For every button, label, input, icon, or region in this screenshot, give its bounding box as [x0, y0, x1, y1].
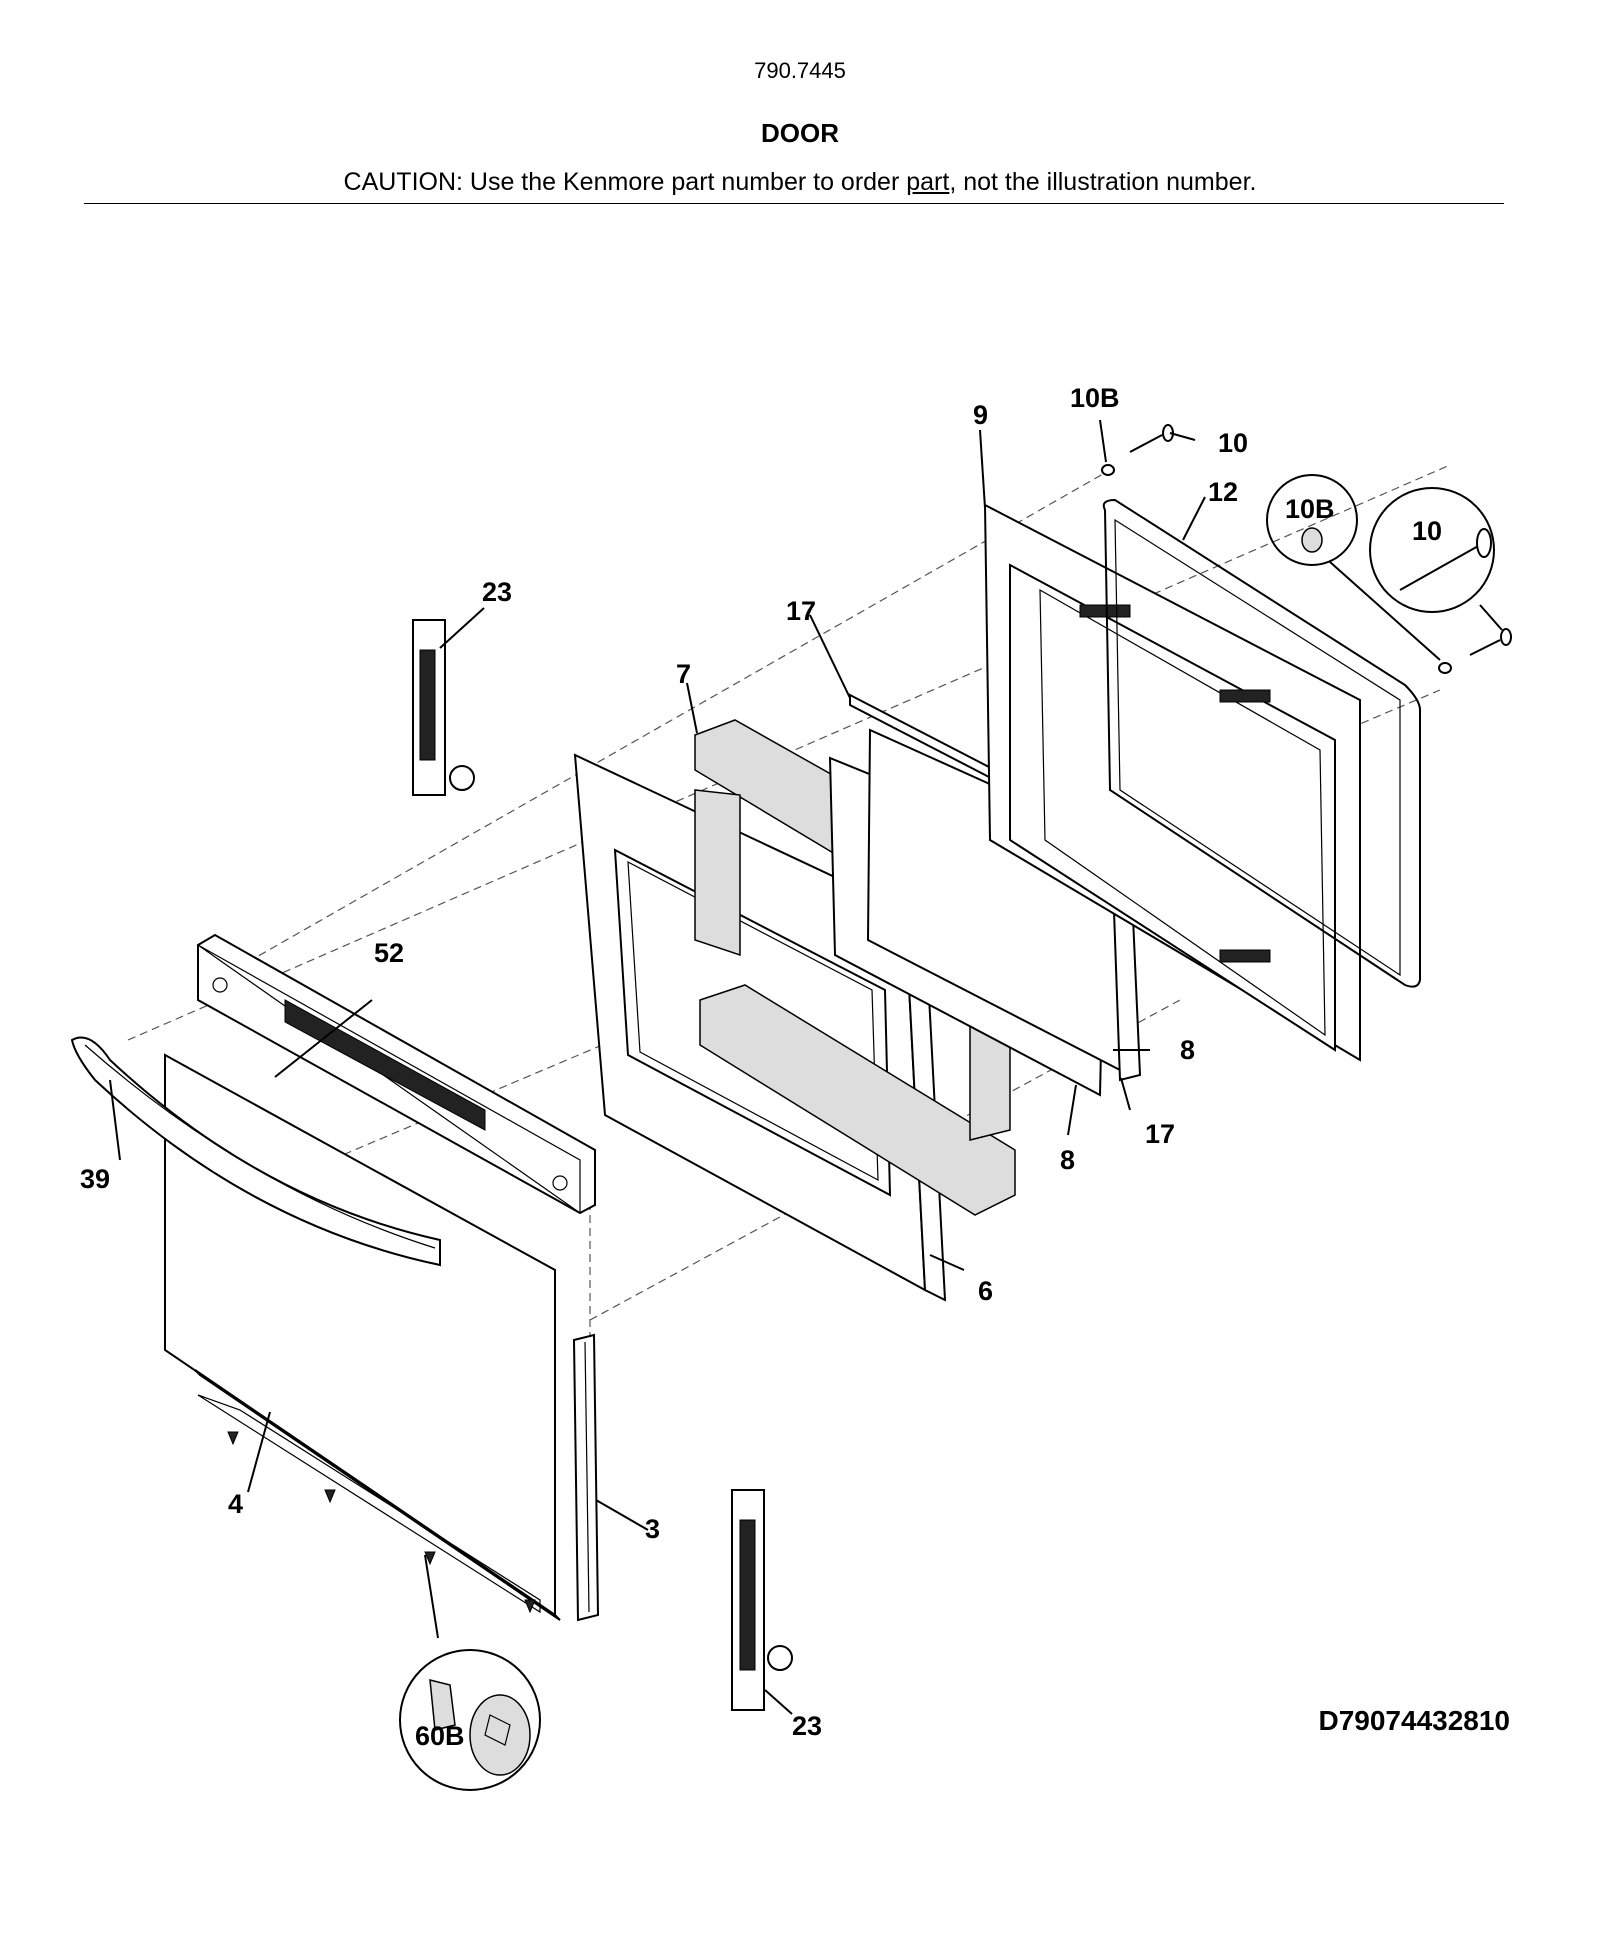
vent-trim [197, 933, 596, 1215]
callout-17-top: 17 [786, 596, 816, 626]
detail-circle-60B [399, 1649, 541, 1791]
hinge-bottom [731, 1489, 793, 1711]
callout-39: 39 [80, 1164, 110, 1194]
callout-7: 7 [676, 659, 691, 689]
door-side-trim [572, 1333, 600, 1622]
caution-text-start: CAUTION: Use the Kenmore part number to … [343, 168, 907, 196]
section-title: DOOR [761, 118, 839, 148]
leader-lines [109, 419, 1206, 1715]
callout-52: 52 [374, 938, 404, 968]
top-screw-assembly [1101, 424, 1512, 674]
callout-23-top: 23 [482, 577, 512, 607]
callout-23-bottom: 23 [792, 1711, 822, 1741]
callout-labels: 3 4 6 7 8 8 9 10 10 10B 10B 12 17 17 23 … [80, 383, 1442, 1751]
callout-60B: 60B [415, 1721, 465, 1751]
diagram-id: D79074432810 [1318, 1705, 1510, 1736]
callout-10-detail: 10 [1412, 516, 1442, 546]
caution-note: CAUTION: Use the Kenmore part number to … [0, 168, 1600, 197]
callout-4: 4 [228, 1489, 243, 1519]
callout-8-glass-inner: 8 [1060, 1145, 1075, 1175]
callout-10B: 10B [1070, 383, 1120, 413]
model-number: 790.7445 [754, 58, 846, 83]
callout-3: 3 [645, 1514, 660, 1544]
detail-circle-10B [1266, 474, 1441, 661]
inner-door-panel [983, 503, 1361, 1062]
door-handle [70, 1036, 441, 1267]
header-divider [84, 203, 1504, 204]
screws [227, 1431, 536, 1614]
door-gasket [1102, 498, 1421, 988]
caution-text-end: , not the illustration number. [949, 168, 1257, 196]
callout-10B-detail: 10B [1285, 494, 1335, 524]
callout-6: 6 [978, 1276, 993, 1306]
detail-circle-10 [1369, 487, 1503, 631]
caution-text-part: part [906, 168, 950, 196]
callout-8-glass: 8 [1180, 1035, 1195, 1065]
hinge-top [412, 619, 475, 796]
callout-9: 9 [973, 400, 988, 430]
callout-12: 12 [1208, 477, 1238, 507]
callout-17-bottom: 17 [1145, 1119, 1175, 1149]
callout-10: 10 [1218, 428, 1248, 458]
